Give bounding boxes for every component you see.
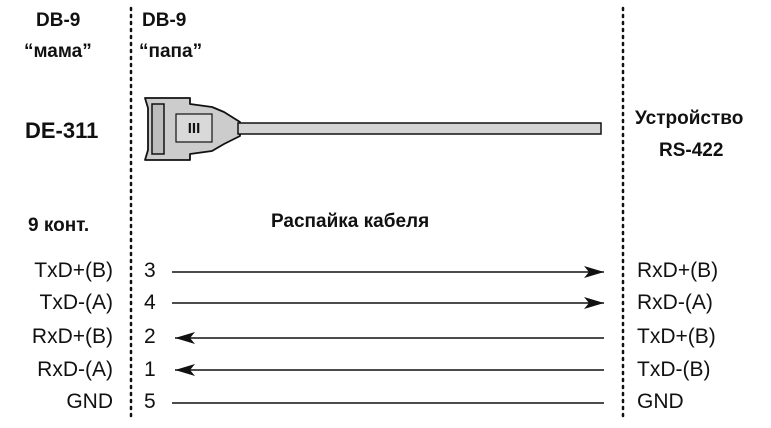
pin-count-label: 9 конт.: [28, 215, 90, 236]
arrow-head: [584, 266, 604, 278]
left-signal: TxD+(B): [34, 259, 113, 282]
left-connector-type: DB-9: [36, 10, 81, 31]
left-signal: RxD+(B): [31, 325, 113, 348]
right-signal: TxD-(B): [637, 358, 711, 381]
right-signal: RxD+(B): [637, 259, 719, 282]
cable-drawing: III: [144, 97, 602, 161]
left-signal: GND: [66, 390, 113, 413]
arrow-head: [175, 332, 195, 344]
arrow-head: [175, 364, 195, 376]
right-signal: GND: [637, 390, 684, 413]
left-signal: TxD-(A): [39, 291, 113, 314]
pin-number: 4: [144, 291, 156, 314]
pin-number: 5: [144, 390, 156, 413]
pin-number: 1: [144, 358, 156, 381]
remote-device-standard: RS-422: [659, 140, 724, 161]
arrow-head: [584, 297, 604, 309]
remote-device-name: Устройство: [635, 108, 744, 129]
pin-number: 2: [144, 325, 156, 348]
left-connector-gender: “мама”: [24, 41, 92, 62]
cable-title: Распайка кабеля: [271, 211, 430, 232]
pin-number: 3: [144, 259, 156, 282]
left-signal: RxD-(A): [37, 358, 113, 381]
plug-face: [151, 103, 165, 155]
right-signal: RxD-(A): [637, 291, 713, 314]
adapter-model: DE-311: [25, 118, 99, 143]
plug-mark: III: [188, 120, 201, 137]
right-signal: TxD+(B): [637, 325, 716, 348]
plug-label-plate: [175, 113, 213, 143]
cable-wire: [237, 122, 602, 135]
right-connector-gender: “папа”: [139, 41, 203, 62]
right-connector-type: DB-9: [142, 10, 187, 31]
